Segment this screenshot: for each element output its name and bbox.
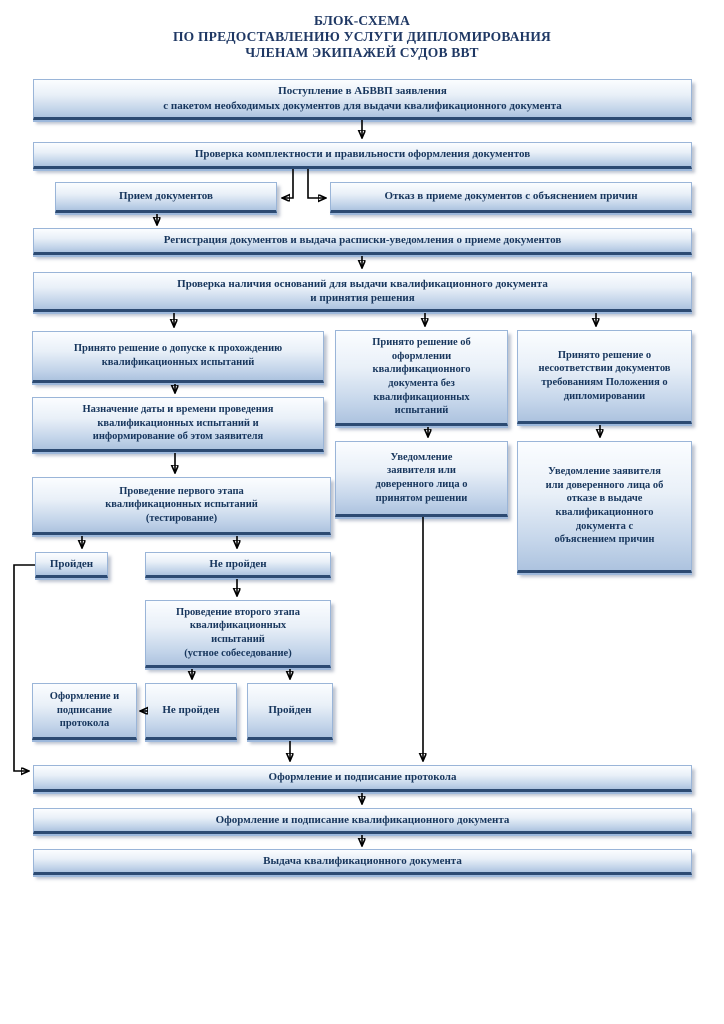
node-check-grounds: Проверка наличия оснований для выдачи кв… [33, 272, 692, 312]
node-stage2-failed: Не пройден [145, 683, 237, 740]
node-qualdoc-sign: Оформление и подписание квалификационног… [33, 808, 692, 834]
node-stage1-failed: Не пройден [145, 552, 331, 578]
node-stage2-passed: Пройден [247, 683, 333, 740]
node-protocol-small-label: Оформление и подписание протокола [49, 691, 120, 730]
node-decision-admit: Принято решение о допуске к прохождению … [32, 331, 324, 383]
node-notify-refusal: Уведомление заявителя или доверенного ли… [517, 441, 692, 573]
arrow-check-to-refuse [307, 169, 326, 198]
node-qualdoc-issue-label: Выдача квалификационного документа [263, 854, 462, 867]
node-check-completeness-label: Проверка комплектности и правильности оф… [194, 148, 531, 161]
title-line-2: ПО ПРЕДОСТАВЛЕНИЮ УСЛУГИ ДИПЛОМИРОВАНИЯ [172, 29, 551, 44]
node-intake: Поступление в АБВВП заявления с пакетом … [33, 79, 692, 120]
node-decision-no-exam-label: Принято решение об оформлении квалификац… [372, 337, 471, 417]
arrow-check-to-accept [282, 169, 294, 198]
node-notify-decision-label: Уведомление заявителя или доверенного ли… [375, 451, 468, 504]
node-protocol-big-label: Оформление и подписание протокола [268, 771, 457, 784]
node-schedule: Назначение даты и времени проведения ква… [32, 397, 324, 452]
page-title: БЛОК-СХЕМА ПО ПРЕДОСТАВЛЕНИЮ УСЛУГИ ДИПЛ… [0, 13, 724, 61]
node-qualdoc-sign-label: Оформление и подписание квалификационног… [215, 813, 510, 826]
node-stage2-passed-label: Пройден [268, 704, 312, 717]
node-check-grounds-label: Проверка наличия оснований для выдачи кв… [177, 277, 548, 304]
node-register: Регистрация документов и выдача расписки… [33, 228, 692, 255]
node-accept-documents-label: Прием документов [119, 190, 213, 203]
arrow-passed1-feedback [13, 564, 35, 771]
node-stage2: Проведение второго этапа квалификационны… [145, 600, 331, 668]
node-decision-no-exam: Принято решение об оформлении квалификац… [335, 330, 508, 426]
node-refuse-documents-label: Отказ в приеме документов с объяснением … [384, 190, 638, 203]
node-register-label: Регистрация документов и выдача расписки… [163, 234, 562, 247]
node-stage1-label: Проведение первого этапа квалификационны… [105, 485, 258, 524]
node-notify-decision: Уведомление заявителя или доверенного ли… [335, 441, 508, 517]
node-decision-mismatch-label: Принято решение о несоответствии докумен… [538, 349, 671, 402]
node-decision-admit-label: Принято решение о допуске к прохождению … [73, 343, 283, 368]
node-check-completeness: Проверка комплектности и правильности оф… [33, 142, 692, 169]
node-notify-refusal-label: Уведомление заявителя или доверенного ли… [545, 466, 664, 546]
node-refuse-documents: Отказ в приеме документов с объяснением … [330, 182, 692, 213]
node-stage1-failed-label: Не пройден [209, 557, 267, 570]
title-line-1: БЛОК-СХЕМА [313, 13, 411, 28]
node-stage2-failed-label: Не пройден [162, 704, 220, 717]
node-protocol-big: Оформление и подписание протокола [33, 765, 692, 792]
node-qualdoc-issue: Выдача квалификационного документа [33, 849, 692, 875]
node-stage1-passed: Пройден [35, 552, 108, 578]
node-decision-mismatch: Принято решение о несоответствии докумен… [517, 330, 692, 424]
node-schedule-label: Назначение даты и времени проведения ква… [82, 404, 274, 443]
node-stage1-passed-label: Пройден [49, 557, 94, 570]
node-intake-label: Поступление в АБВВП заявления с пакетом … [163, 85, 562, 112]
node-accept-documents: Прием документов [55, 182, 277, 213]
node-protocol-small: Оформление и подписание протокола [32, 683, 137, 740]
node-stage2-label: Проведение второго этапа квалификационны… [176, 606, 300, 659]
node-stage1: Проведение первого этапа квалификационны… [32, 477, 331, 535]
title-line-3: ЧЛЕНАМ ЭКИПАЖЕЙ СУДОВ ВВТ [245, 45, 479, 60]
